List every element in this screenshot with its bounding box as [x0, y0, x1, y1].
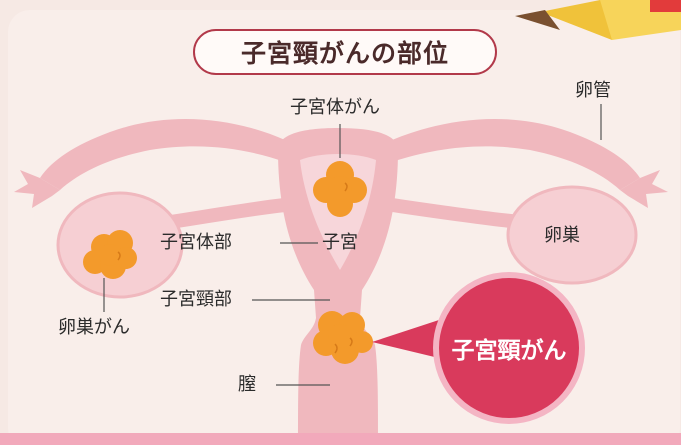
- cervical-tumor: [313, 311, 373, 364]
- cervical-cancer-callout: 子宮頸がん: [433, 272, 585, 424]
- callout-label: 子宮頸がん: [451, 338, 567, 364]
- label-uterine-body: 子宮体部: [160, 232, 232, 253]
- right-ovary: [506, 185, 638, 285]
- right-fallopian-tube: [392, 118, 668, 208]
- label-uterine-body-cancer: 子宮体がん: [290, 97, 380, 118]
- uterine-body-tumor: [313, 161, 367, 217]
- left-fallopian-tube: [14, 118, 285, 208]
- label-vagina: 膣: [238, 374, 256, 395]
- bottom-strip: [0, 433, 681, 445]
- ovarian-tumor: [83, 230, 137, 279]
- label-uterus: 子宮: [322, 232, 358, 253]
- callout-pointer: [372, 318, 447, 360]
- pencil-decoration: [515, 0, 681, 40]
- label-ovary: 卵巣: [544, 225, 580, 246]
- page-title: 子宮頸がんの部位: [193, 29, 497, 75]
- right-ovarian-ligament: [390, 198, 521, 229]
- label-ovarian-cancer: 卵巣がん: [58, 317, 130, 338]
- leader-lines: [103, 104, 602, 386]
- uterus: [278, 128, 398, 445]
- label-cervix: 子宮頸部: [160, 289, 232, 310]
- label-fallopian-tube: 卵管: [575, 80, 611, 101]
